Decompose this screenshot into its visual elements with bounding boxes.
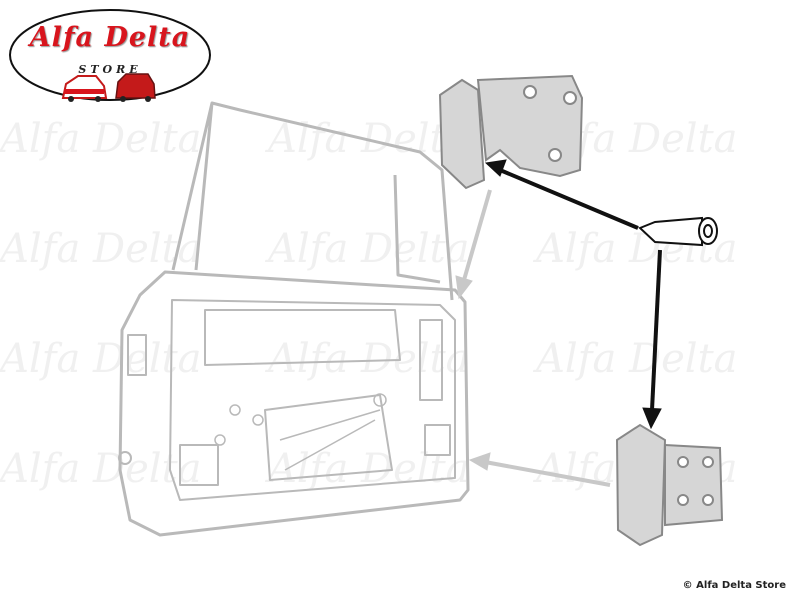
logo-ellipse	[9, 9, 211, 102]
watermark-text: Alfa Delta	[536, 336, 738, 382]
door-window-frame	[171, 101, 454, 301]
lower-hinge	[615, 423, 724, 547]
watermark-text: Alfa Delta	[0, 336, 202, 382]
watermark-text: Alfa Delta	[0, 116, 202, 162]
logo-title: Alfa Delta	[29, 22, 191, 53]
door-inner-panel	[169, 299, 456, 501]
upper-hinge	[438, 74, 584, 190]
watermark-text: Alfa Delta	[268, 226, 470, 272]
watermark-text: Alfa Delta	[0, 446, 202, 492]
door-regulator-cutout	[264, 394, 393, 481]
door-panel	[118, 270, 470, 537]
logo-subtitle: STORE	[78, 63, 142, 76]
watermark-text: Alfa Delta	[268, 336, 470, 382]
watermark-text: Alfa Delta	[0, 226, 202, 272]
store-logo[interactable]: Alfa Delta STORE	[8, 6, 212, 104]
copyright-text: © Alfa Delta Store	[682, 580, 786, 591]
door-window-opening	[204, 309, 401, 366]
location-arrows	[455, 189, 611, 487]
assembly-arrows	[484, 159, 662, 430]
classic-cars-icon	[61, 73, 156, 102]
hinge-pin	[638, 216, 718, 247]
